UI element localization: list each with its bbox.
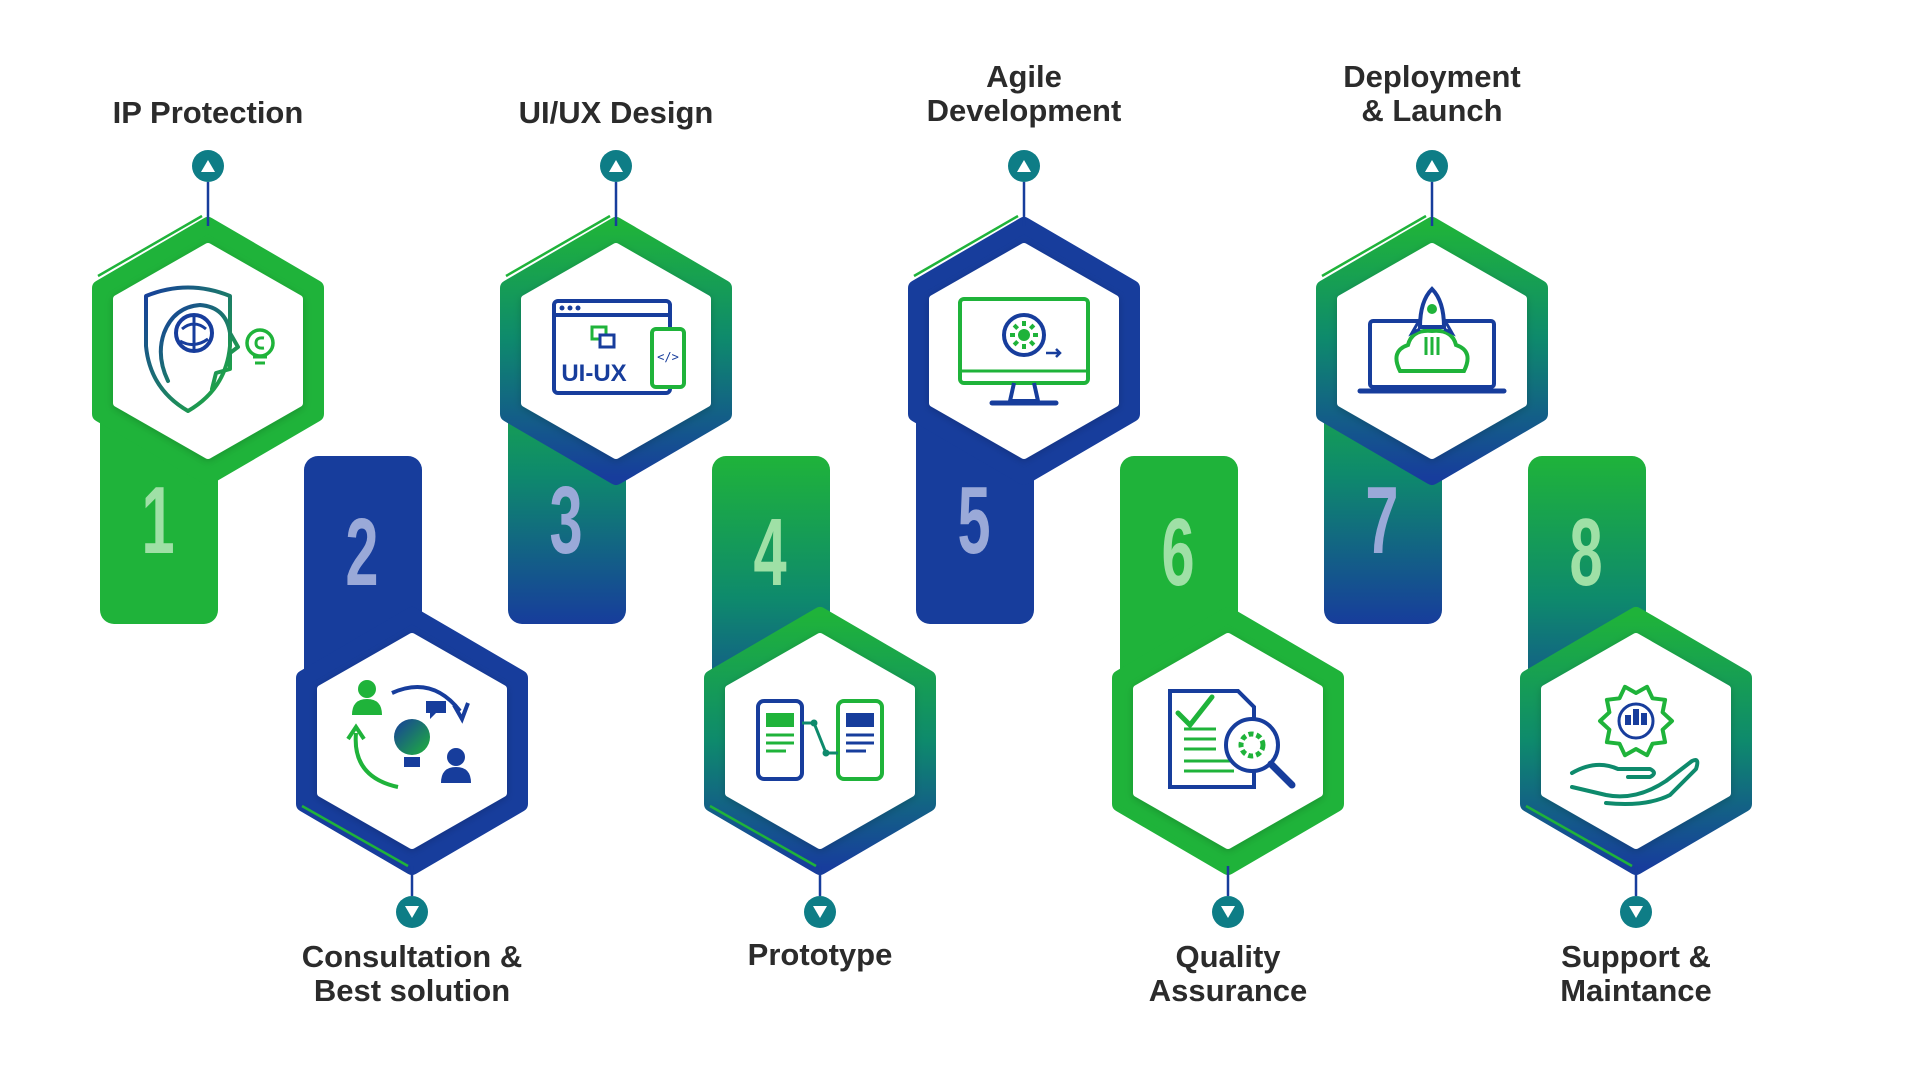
- arrow-up-icon: [201, 160, 215, 172]
- arrow-up-icon: [1017, 160, 1031, 172]
- rocket-laptop-icon: [1357, 286, 1507, 394]
- svg-text:UI-UX: UI-UX: [561, 360, 626, 387]
- step-card-7: 7: [1316, 150, 1548, 624]
- people-puzzle-icon: [346, 680, 471, 789]
- step-icon-frame: [113, 243, 303, 459]
- connector-line: [1117, 804, 1225, 868]
- arrow-down-icon: [405, 906, 419, 918]
- step-label-7: Deployment & Launch: [1343, 59, 1521, 128]
- monitor-gear-icon: [958, 297, 1090, 406]
- connector-line: [97, 214, 203, 278]
- connector-line: [913, 214, 1019, 278]
- step-label-3: UI/UX Design: [518, 95, 714, 130]
- step-card-6: 6: [1112, 456, 1344, 928]
- brain-shield-icon: [144, 285, 275, 413]
- arrow-up-icon: [609, 160, 623, 172]
- step-label-1: IP Protection: [112, 95, 304, 130]
- ui-ux-icon: </> UI-UX: [552, 299, 686, 395]
- connector-line: [301, 804, 409, 868]
- step-number: 7: [1365, 466, 1398, 573]
- step-number: 4: [753, 498, 786, 605]
- step-card-2: 2: [296, 456, 528, 928]
- step-label-8: Support & Maintance: [1560, 939, 1712, 1008]
- step-label-2: Consultation & Best solution: [301, 939, 523, 1008]
- svg-text:</>: </>: [657, 350, 679, 364]
- step-card-1: 1: [92, 150, 324, 624]
- connector-line: [1525, 804, 1633, 868]
- step-card-8: 8: [1520, 456, 1752, 928]
- prototype-icon: [756, 699, 884, 781]
- step-card-3: </> UI-UX 3: [500, 150, 732, 624]
- step-number: 2: [345, 498, 378, 605]
- step-number: 5: [957, 466, 990, 573]
- document-magnifier-icon: [1168, 689, 1296, 789]
- step-card-5: 5: [908, 150, 1140, 624]
- step-number: 1: [141, 466, 174, 573]
- step-card-4: 4: [704, 456, 936, 928]
- connector-line: [709, 804, 817, 868]
- connector-line: [1321, 214, 1427, 278]
- arrow-down-icon: [1221, 906, 1235, 918]
- arrow-down-icon: [1629, 906, 1643, 918]
- arrow-up-icon: [1425, 160, 1439, 172]
- step-number: 6: [1161, 498, 1194, 605]
- step-number: 3: [549, 466, 582, 573]
- step-label-6: Quality Assurance: [1148, 939, 1308, 1008]
- gear-hand-icon: [1570, 684, 1700, 806]
- connector-line: [505, 214, 611, 278]
- arrow-down-icon: [813, 906, 827, 918]
- step-label-4: Prototype: [747, 937, 893, 972]
- step-label-5: Agile Development: [926, 59, 1122, 128]
- step-number: 8: [1569, 498, 1602, 605]
